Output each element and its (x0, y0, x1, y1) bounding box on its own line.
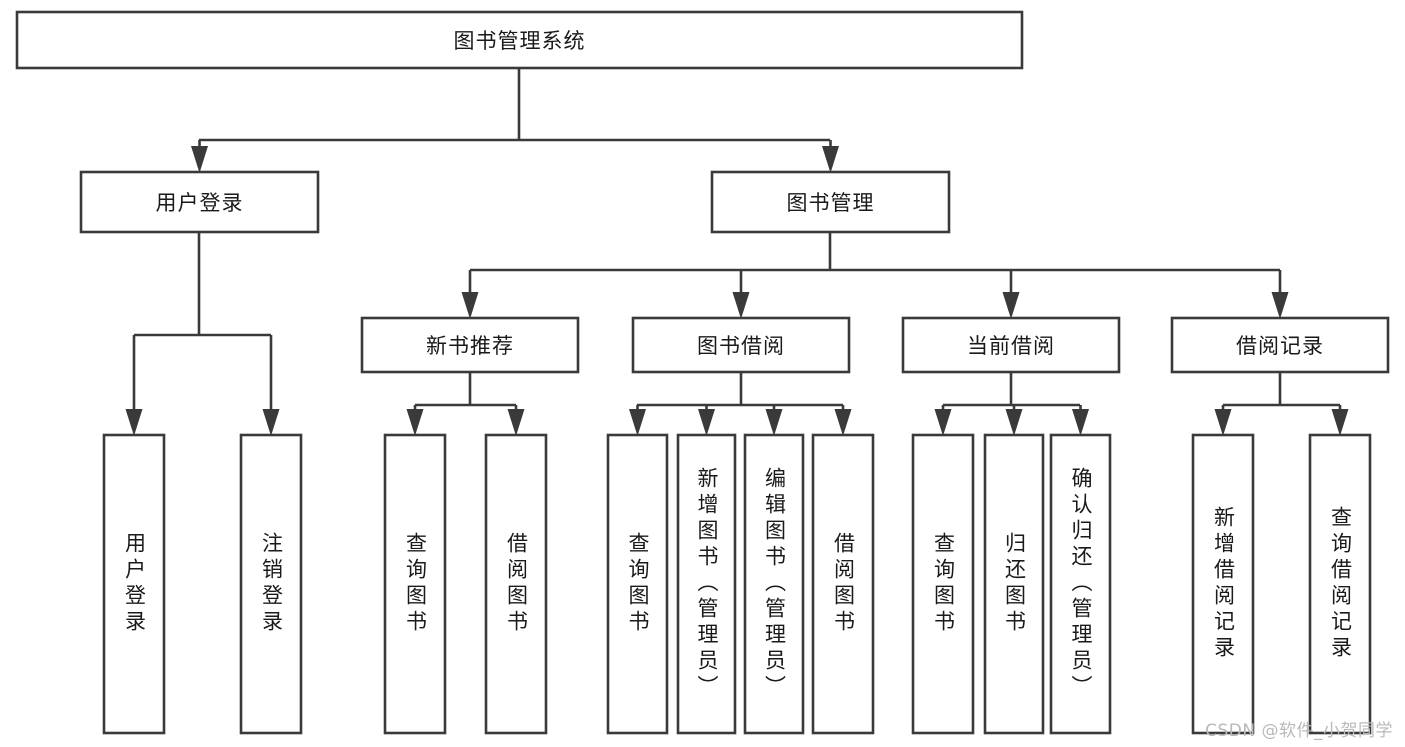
node-box-leaf-return-book[interactable] (983, 433, 1045, 735)
arrow-head-icon (822, 146, 839, 173)
edge-root-to-book-manage (822, 140, 839, 173)
node-box-book-manage[interactable] (710, 170, 951, 234)
arrow-head-icon (934, 409, 952, 436)
edge-current-borrow-to-leaf-query-book-3 (934, 405, 952, 436)
edge-book-borrow-to-leaf-query-book-2 (629, 405, 646, 436)
node-box-leaf-borrow-book-2[interactable] (811, 433, 875, 735)
arrow-head-icon (698, 409, 715, 436)
edge-book-manage-to-new-book-recommend (461, 270, 479, 319)
node-box-leaf-user-login[interactable] (102, 433, 166, 735)
arrow-head-icon (1072, 409, 1089, 436)
connector-bar-root (199, 68, 830, 142)
edge-borrow-record-to-leaf-add-borrow-record (1214, 405, 1232, 436)
arrow-head-icon (1214, 409, 1232, 436)
edge-book-manage-to-borrow-record (1271, 270, 1289, 319)
arrow-head-icon (629, 409, 646, 436)
arrow-head-icon (406, 409, 424, 436)
node-box-leaf-borrow-book-1[interactable] (484, 433, 548, 735)
edge-current-borrow-to-leaf-return-book (1005, 405, 1023, 436)
edge-book-borrow-to-leaf-add-book (698, 405, 715, 436)
node-box-leaf-query-borrow-record[interactable] (1308, 433, 1372, 735)
node-box-leaf-add-book[interactable] (676, 433, 737, 735)
node-box-borrow-record[interactable] (1170, 316, 1390, 374)
node-box-leaf-query-book-3[interactable] (911, 433, 975, 735)
node-box-book-borrow[interactable] (631, 316, 851, 374)
connector-bar-book-manage (470, 232, 1280, 272)
arrow-head-icon (461, 292, 479, 319)
node-box-leaf-user-logout[interactable] (239, 433, 303, 735)
edge-new-book-recommend-to-leaf-borrow-book-1 (507, 405, 525, 436)
arrow-head-icon (1271, 292, 1289, 319)
node-box-new-book-recommend[interactable] (360, 316, 580, 374)
arrow-head-icon (732, 292, 750, 319)
connector-bar-book-borrow (637, 372, 843, 407)
edge-book-manage-to-book-borrow (732, 270, 750, 319)
arrow-head-icon (262, 409, 280, 436)
node-box-leaf-edit-book[interactable] (743, 433, 805, 735)
edge-book-borrow-to-leaf-edit-book (765, 405, 783, 436)
arrow-head-icon (834, 409, 852, 436)
arrow-head-icon (1331, 409, 1349, 436)
arrow-head-icon (765, 409, 783, 436)
connector-bar-current-borrow (943, 372, 1080, 407)
node-box-current-borrow[interactable] (901, 316, 1121, 374)
connector-bar-new-book (415, 372, 516, 407)
arrow-head-icon (191, 146, 208, 173)
node-box-root[interactable] (15, 10, 1024, 70)
edge-borrow-record-to-leaf-query-borrow-record (1331, 405, 1349, 436)
edge-current-borrow-to-leaf-confirm-return (1072, 405, 1089, 436)
edge-user-login-to-leaf-user-login (125, 335, 143, 436)
connector-bar-borrow-record (1223, 372, 1340, 407)
arrow-head-icon (1002, 292, 1020, 319)
connector-bar-user-login (134, 232, 271, 337)
edge-book-manage-to-current-borrow (1002, 270, 1020, 319)
node-box-leaf-query-book-2[interactable] (606, 433, 669, 735)
connectors-layer (125, 68, 1349, 436)
edge-book-borrow-to-leaf-borrow-book-2 (834, 405, 852, 436)
node-box-leaf-confirm-return[interactable] (1049, 433, 1112, 735)
edge-new-book-recommend-to-leaf-query-book-1 (406, 405, 424, 436)
arrow-head-icon (1005, 409, 1023, 436)
edge-user-login-to-leaf-user-logout (262, 335, 280, 436)
boxes-layer (15, 10, 1390, 735)
arrow-head-icon (507, 409, 525, 436)
node-box-leaf-add-borrow-record[interactable] (1191, 433, 1255, 735)
arrow-head-icon (125, 409, 143, 436)
node-box-leaf-query-book-1[interactable] (383, 433, 447, 735)
node-box-user-login[interactable] (79, 170, 320, 234)
edge-root-to-user-login (191, 140, 208, 173)
